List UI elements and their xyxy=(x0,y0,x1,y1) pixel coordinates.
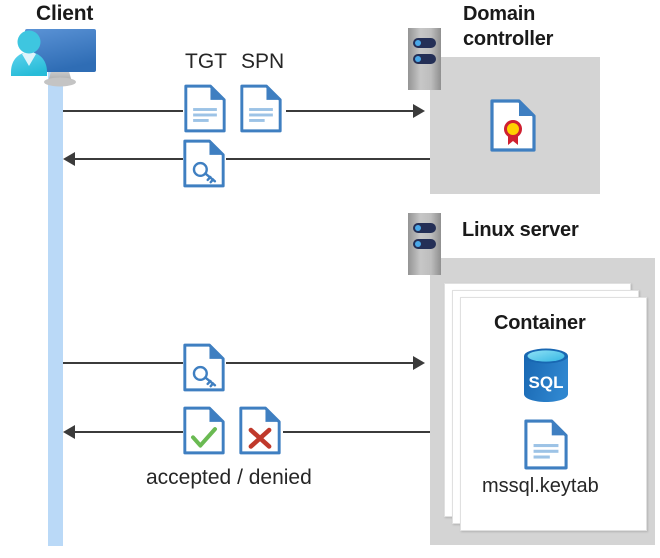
linux-server-server-rack-icon xyxy=(408,213,441,275)
message-2-line-right xyxy=(226,158,430,160)
message-1-line-left xyxy=(63,110,183,112)
domain-controller-server-rack-icon xyxy=(408,28,441,90)
certificate-document-icon xyxy=(490,99,536,152)
container-card-front xyxy=(460,297,647,531)
svg-text:SQL: SQL xyxy=(529,373,564,392)
message-1-line-right xyxy=(286,110,413,112)
domain-controller-title: Domain controller xyxy=(463,2,643,52)
message-1-artifact-2-label: SPN xyxy=(241,50,285,73)
spn-document-lines-icon xyxy=(240,84,282,133)
keytab-filename-label: mssql.keytab xyxy=(482,475,599,497)
client-lifeline xyxy=(48,68,63,546)
domain-controller-title-line1: Domain xyxy=(463,3,536,25)
message-4-line-left xyxy=(75,431,183,433)
document-cross-icon xyxy=(239,406,281,455)
domain-controller-title-line2: controller xyxy=(463,28,554,50)
message-2-line-left xyxy=(75,158,183,160)
container-title: Container xyxy=(494,312,586,334)
client-title: Client xyxy=(36,2,94,25)
tgt-document-lines-icon xyxy=(184,84,226,133)
message-4-caption: accepted / denied xyxy=(146,466,312,489)
message-1-artifact-1-label: TGT xyxy=(185,50,227,73)
service-ticket-key-document-icon xyxy=(183,343,225,392)
message-2-arrowhead xyxy=(63,152,75,166)
sql-database-icon: SQL xyxy=(521,347,571,408)
ticket-key-document-icon xyxy=(183,139,225,188)
message-4-line-right xyxy=(283,431,430,433)
message-3-line-left xyxy=(63,362,183,364)
message-3-arrowhead xyxy=(413,356,425,370)
message-1-arrowhead xyxy=(413,104,425,118)
message-4-arrowhead xyxy=(63,425,75,439)
linux-server-title: Linux server xyxy=(462,219,579,241)
workstation-user-icon xyxy=(8,24,114,92)
message-3-line-right xyxy=(226,362,414,364)
document-check-icon xyxy=(183,406,225,455)
keytab-document-icon xyxy=(524,419,568,470)
